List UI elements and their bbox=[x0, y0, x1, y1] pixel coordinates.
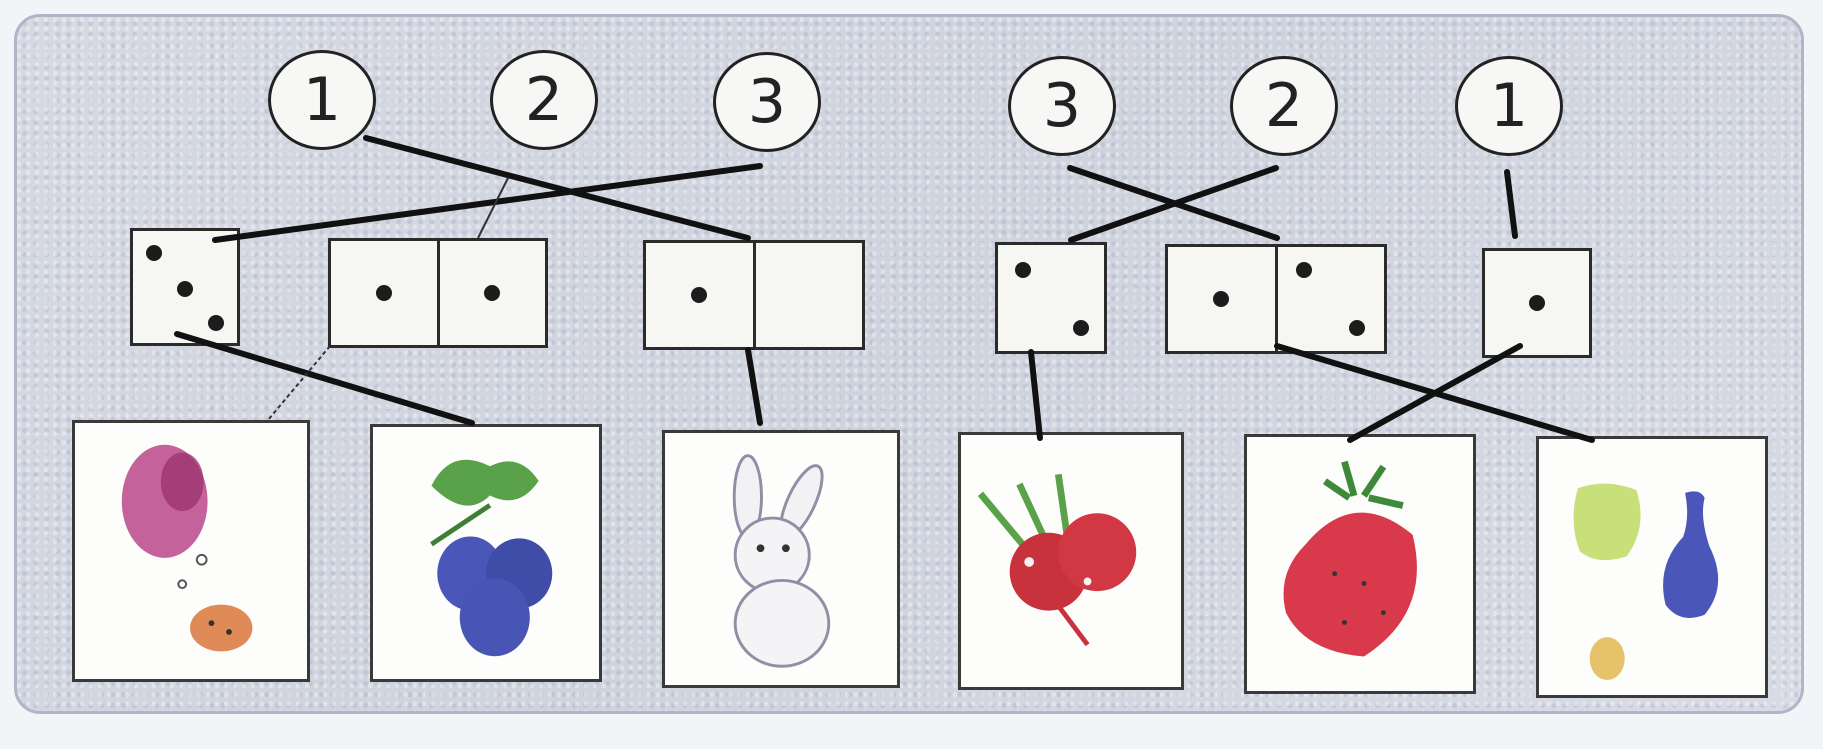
picture-card-flower-and-bug[interactable] bbox=[72, 420, 310, 682]
picture-card-jars-and-vase[interactable] bbox=[1536, 436, 1768, 698]
domino-face-right bbox=[753, 243, 863, 347]
picture-card-radishes[interactable] bbox=[958, 432, 1184, 690]
pip bbox=[146, 245, 162, 261]
domino-one-one[interactable] bbox=[328, 238, 548, 348]
domino-face-left bbox=[331, 241, 437, 345]
picture-card-plums[interactable] bbox=[370, 424, 602, 682]
number-circle-5[interactable]: 2 bbox=[1230, 56, 1338, 156]
domino-one-two[interactable] bbox=[1165, 244, 1387, 354]
number-circle-2[interactable]: 2 bbox=[490, 50, 598, 150]
pip bbox=[376, 285, 392, 301]
bunny-icon bbox=[665, 433, 897, 685]
number-circle-1[interactable]: 1 bbox=[268, 50, 376, 150]
plums-icon bbox=[373, 427, 599, 679]
die-face bbox=[998, 245, 1104, 351]
die-two-pips[interactable] bbox=[995, 242, 1107, 354]
strawberry-icon bbox=[1247, 437, 1473, 691]
die-face bbox=[133, 231, 237, 343]
domino-one-blank[interactable] bbox=[643, 240, 865, 350]
domino-face-left bbox=[646, 243, 753, 347]
domino-face-left bbox=[1168, 247, 1275, 351]
jars-and-vase-icon bbox=[1539, 439, 1765, 695]
picture-card-strawberry[interactable] bbox=[1244, 434, 1476, 694]
pip bbox=[1349, 320, 1365, 336]
pip bbox=[1529, 295, 1545, 311]
die-one-pip[interactable] bbox=[1482, 248, 1592, 358]
pip bbox=[1015, 262, 1031, 278]
domino-face-right bbox=[437, 241, 546, 345]
pip bbox=[1213, 291, 1229, 307]
domino-face-right bbox=[1275, 247, 1385, 351]
radishes-icon bbox=[961, 435, 1181, 687]
pip bbox=[1073, 320, 1089, 336]
number-circle-6[interactable]: 1 bbox=[1455, 56, 1563, 156]
die-three-pips[interactable] bbox=[130, 228, 240, 346]
number-circle-4[interactable]: 3 bbox=[1008, 56, 1116, 156]
pip bbox=[1296, 262, 1312, 278]
pip bbox=[177, 281, 193, 297]
die-face bbox=[1485, 251, 1589, 355]
pip bbox=[208, 315, 224, 331]
pip bbox=[691, 287, 707, 303]
pip bbox=[484, 285, 500, 301]
flower-and-bug-icon bbox=[75, 423, 307, 679]
number-circle-3[interactable]: 3 bbox=[713, 52, 821, 152]
picture-card-bunny[interactable] bbox=[662, 430, 900, 688]
